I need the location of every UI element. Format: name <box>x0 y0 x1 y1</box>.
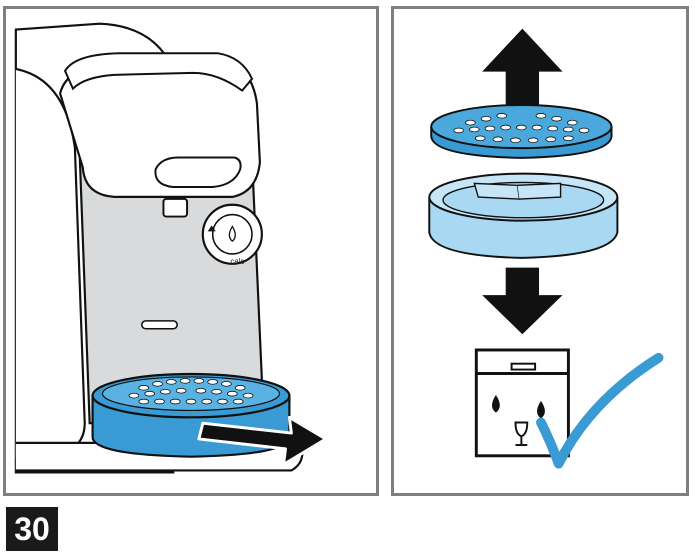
illustration-panel-dishwasher <box>391 6 689 496</box>
water-drop-icon <box>228 225 236 242</box>
lid-handle <box>154 156 242 189</box>
drip-tray-dishwasher-illustration <box>428 28 664 469</box>
step-number-badge: 30 <box>6 507 58 551</box>
drip-grid-holes <box>128 378 254 405</box>
dishwasher-icon <box>474 348 570 458</box>
dispense-nozzle <box>162 197 189 218</box>
arrow-right-icon <box>197 415 328 467</box>
drip-grid <box>101 376 281 412</box>
coffee-machine-illustration: calc <box>14 22 328 474</box>
calc-label: calc <box>230 257 244 266</box>
arrow-down-icon <box>482 267 563 335</box>
drip-grid-part <box>430 104 613 159</box>
arrow-up-icon <box>482 28 563 121</box>
illustration-panel-remove-drip-tray: calc <box>3 6 379 496</box>
front-slot <box>141 320 179 330</box>
checkmark-icon <box>536 352 664 469</box>
drip-tray-base <box>428 172 619 259</box>
